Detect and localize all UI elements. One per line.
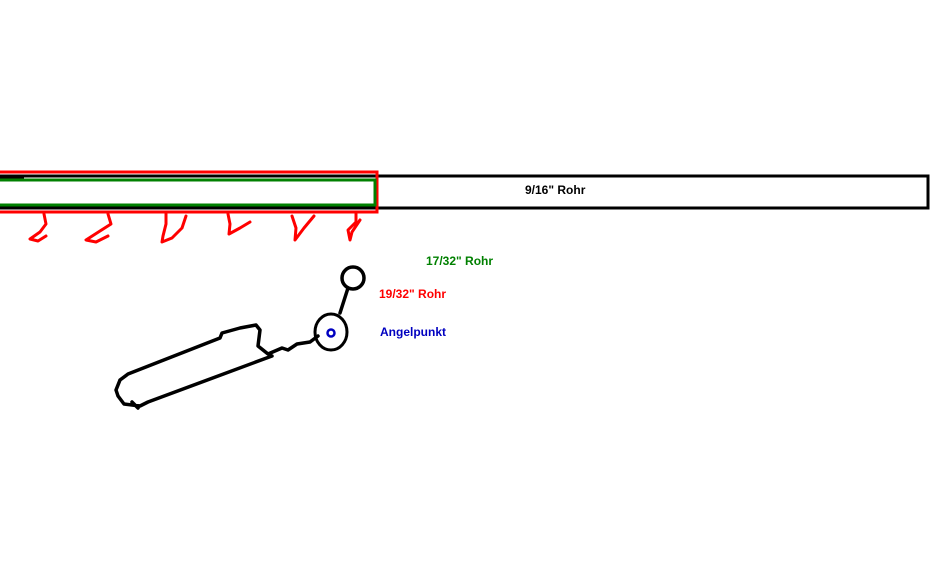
- hook-tooth: [84, 212, 113, 244]
- link-rod: [338, 286, 350, 315]
- hook-tooth: [226, 212, 252, 236]
- outer-tube-label: 9/16" Rohr: [525, 183, 586, 197]
- hook-tooth: [160, 212, 188, 244]
- hook-tooth: [290, 214, 316, 242]
- pivot-label: Angelpunkt: [380, 325, 446, 339]
- hook-tooth: [28, 212, 48, 243]
- hook-teeth: [28, 212, 362, 244]
- lever-body: [114, 323, 320, 410]
- inner-tube-label: 17/32" Rohr: [426, 254, 494, 268]
- pivot-ring: [313, 312, 349, 352]
- middle-tube-label: 19/32" Rohr: [379, 287, 447, 301]
- hook-tooth: [346, 212, 362, 242]
- middle-tube: [0, 170, 379, 214]
- pivot-point: [326, 328, 336, 338]
- top-ring: [340, 265, 366, 291]
- outer-tube: [0, 174, 930, 210]
- inner-tube: [0, 178, 377, 207]
- lever-arm: [114, 265, 366, 410]
